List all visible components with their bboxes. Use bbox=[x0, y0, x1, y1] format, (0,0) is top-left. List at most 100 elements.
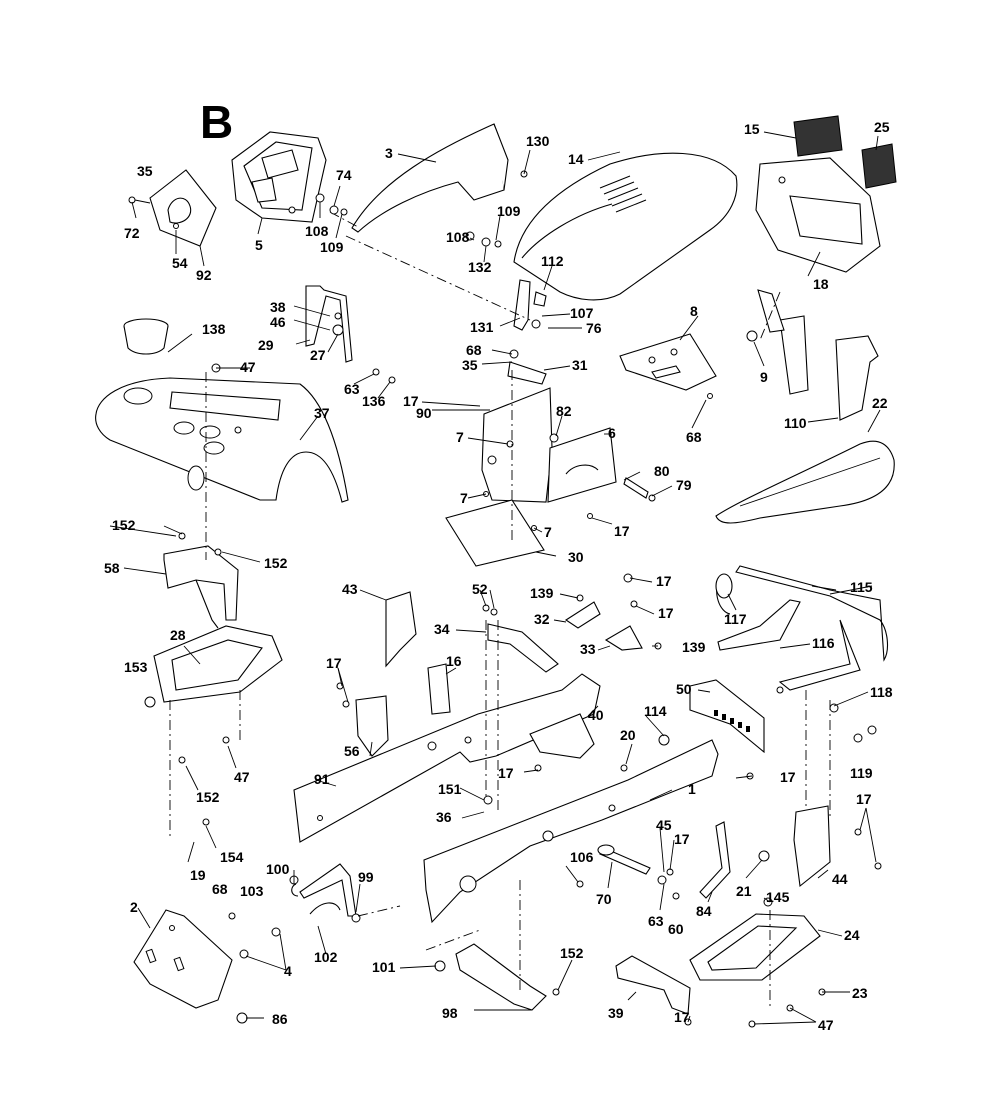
callout-17d: 17 bbox=[658, 605, 674, 621]
part-dash-cover bbox=[351, 123, 509, 233]
callout-17i: 17 bbox=[674, 831, 690, 847]
callout-63b: 63 bbox=[648, 913, 664, 929]
callout-112: 112 bbox=[541, 253, 564, 269]
callout-19: 19 bbox=[190, 867, 206, 883]
callout-82: 82 bbox=[556, 403, 572, 419]
part-frame-rail-main bbox=[423, 739, 719, 924]
callout-139a: 139 bbox=[530, 585, 554, 601]
callout-4: 4 bbox=[284, 963, 292, 979]
part-bracket-84 bbox=[699, 821, 731, 899]
callout-80: 80 bbox=[654, 463, 670, 479]
part-bracket-39 bbox=[615, 955, 691, 1015]
callout-107: 107 bbox=[570, 305, 594, 321]
callout-44: 44 bbox=[832, 871, 848, 887]
callout-72: 72 bbox=[124, 225, 140, 241]
callout-32: 32 bbox=[534, 611, 550, 627]
callout-70: 70 bbox=[596, 891, 612, 907]
callout-151: 151 bbox=[438, 781, 462, 797]
part-bracket-40 bbox=[529, 713, 595, 759]
part-bracket-2 bbox=[133, 909, 233, 1009]
part-tow-tube bbox=[715, 565, 889, 691]
callout-30: 30 bbox=[568, 549, 584, 565]
callout-21: 21 bbox=[736, 883, 752, 899]
callout-7a: 7 bbox=[456, 429, 464, 445]
callout-119: 119 bbox=[850, 765, 873, 781]
callout-108b: 108 bbox=[446, 229, 470, 245]
callout-36: 36 bbox=[436, 809, 452, 825]
callout-101: 101 bbox=[372, 959, 396, 975]
part-grille-housing bbox=[755, 157, 881, 273]
callout-17b: 17 bbox=[614, 523, 630, 539]
callout-109b: 109 bbox=[497, 203, 521, 219]
callout-7b: 7 bbox=[460, 490, 468, 506]
part-brackets-110 bbox=[757, 289, 879, 421]
part-cup-holder bbox=[123, 318, 169, 355]
callout-17h: 17 bbox=[856, 791, 872, 807]
callout-29: 29 bbox=[258, 337, 274, 353]
callout-102: 102 bbox=[314, 949, 338, 965]
part-plate-30 bbox=[445, 499, 545, 567]
callout-108a: 108 bbox=[305, 223, 329, 239]
callout-1: 1 bbox=[688, 781, 696, 797]
callout-17c: 17 bbox=[656, 573, 672, 589]
callout-35a: 35 bbox=[137, 163, 153, 179]
callout-84: 84 bbox=[696, 903, 712, 919]
part-bracket-58 bbox=[163, 545, 239, 629]
callout-86: 86 bbox=[272, 1011, 288, 1027]
section-letter: B bbox=[200, 96, 233, 148]
callout-152a: 152 bbox=[112, 517, 136, 533]
callout-58: 58 bbox=[104, 560, 120, 576]
callout-103: 103 bbox=[240, 883, 264, 899]
callout-50: 50 bbox=[676, 681, 692, 697]
callout-31: 31 bbox=[572, 357, 588, 373]
callout-114: 114 bbox=[644, 703, 667, 719]
callout-132: 132 bbox=[468, 259, 492, 275]
part-plate-92 bbox=[149, 169, 217, 247]
part-hood bbox=[513, 152, 738, 301]
callout-16: 16 bbox=[446, 653, 462, 669]
callout-76: 76 bbox=[586, 320, 602, 336]
callout-153: 153 bbox=[124, 659, 148, 675]
callout-115: 115 bbox=[850, 579, 873, 595]
callout-117: 117 bbox=[724, 611, 747, 627]
callout-17g: 17 bbox=[780, 769, 796, 785]
callout-91: 91 bbox=[314, 771, 330, 787]
callout-152d: 152 bbox=[560, 945, 584, 961]
callout-8: 8 bbox=[690, 303, 698, 319]
callout-152b: 152 bbox=[264, 555, 288, 571]
part-lever-99 bbox=[291, 863, 357, 917]
callout-74: 74 bbox=[336, 167, 352, 183]
callout-5: 5 bbox=[255, 237, 263, 253]
callout-92: 92 bbox=[196, 267, 212, 283]
part-plate-8 bbox=[619, 333, 717, 391]
callout-54: 54 bbox=[172, 255, 188, 271]
callout-136: 136 bbox=[362, 393, 386, 409]
callout-118: 118 bbox=[870, 684, 893, 700]
callout-39: 39 bbox=[608, 1005, 624, 1021]
callout-110: 110 bbox=[784, 415, 807, 431]
callout-130: 130 bbox=[526, 133, 550, 149]
callout-46: 46 bbox=[270, 314, 286, 330]
callout-154: 154 bbox=[220, 849, 244, 865]
callout-106: 106 bbox=[570, 849, 594, 865]
callout-139b: 139 bbox=[682, 639, 706, 655]
part-bracket-43 bbox=[385, 591, 417, 668]
callout-17a: 17 bbox=[403, 393, 419, 409]
part-dash-console bbox=[231, 131, 327, 223]
callout-28: 28 bbox=[170, 627, 186, 643]
part-bracket-56 bbox=[355, 695, 389, 757]
fasteners bbox=[178, 170, 882, 1028]
part-step-right bbox=[689, 913, 821, 981]
callout-37: 37 bbox=[314, 405, 330, 421]
callout-23: 23 bbox=[852, 985, 868, 1001]
callout-22: 22 bbox=[872, 395, 888, 411]
callout-116: 116 bbox=[812, 635, 835, 651]
callout-45: 45 bbox=[656, 817, 672, 833]
callout-43: 43 bbox=[342, 581, 358, 597]
callout-56: 56 bbox=[344, 743, 360, 759]
part-step-left bbox=[153, 625, 283, 703]
callout-79: 79 bbox=[676, 477, 692, 493]
callout-38: 38 bbox=[270, 299, 286, 315]
